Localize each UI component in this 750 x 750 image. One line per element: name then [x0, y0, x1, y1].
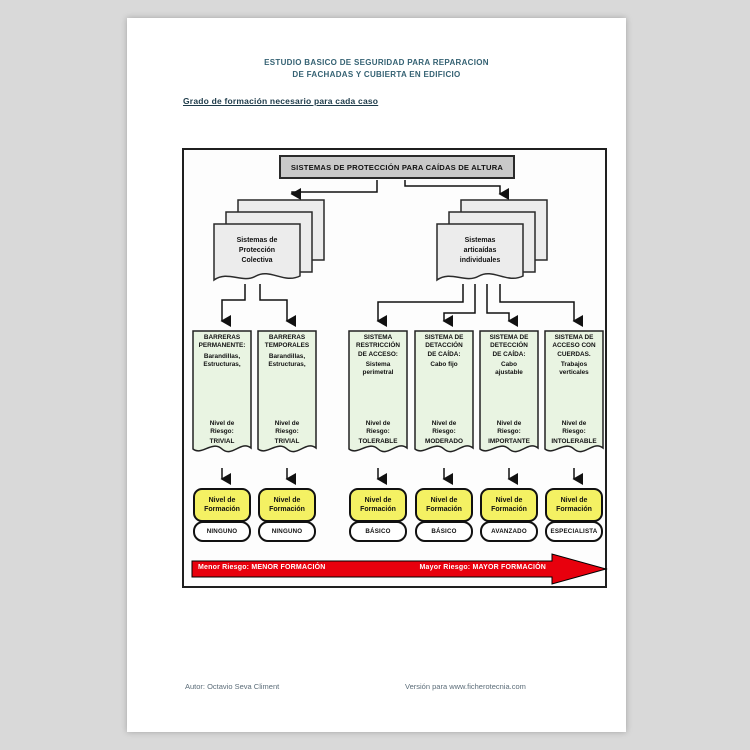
document-title-line2: DE FACHADAS Y CUBIERTA EN EDIFICIO — [292, 70, 461, 79]
risk-value: IMPORTANTE — [488, 437, 530, 445]
risk-label: Nivel de Riesgo: — [365, 420, 391, 436]
formation-level-box: ESPECIALISTA — [545, 521, 603, 542]
system-detail: Barandillas, Estructuras, — [268, 352, 306, 368]
individual-stack-shape — [436, 199, 548, 282]
risk-label: Nivel de Riesgo: — [561, 420, 587, 436]
system-name: BARRERAS TEMPORALES — [264, 334, 310, 350]
footer-version: Versión para www.ficherotecnia.com — [405, 682, 526, 691]
system-detail: Cabo ajustable — [495, 360, 523, 377]
connector-lines — [213, 180, 583, 485]
risk-gradient-arrow: Menor Riesgo: MENOR FORMACIÓN Mayor Ries… — [190, 552, 608, 586]
system-name: SISTEMA DE DETACCIÓN DE CAÍDA: — [424, 334, 464, 358]
formation-label-box: Nivel de Formación — [480, 488, 538, 522]
banner-shape — [257, 330, 317, 453]
risk-arrow-right-label: Mayor Riesgo: MAYOR FORMACIÓN — [419, 564, 546, 571]
system-detail: Trabajos verticales — [559, 360, 589, 377]
risk-value: TRIVIAL — [274, 437, 300, 445]
risk-value: TRIVIAL — [209, 437, 235, 445]
banner-shape — [414, 330, 474, 453]
document-page: ESTUDIO BASICO DE SEGURIDAD PARA REPARAC… — [127, 18, 626, 732]
formation-level-box: BÁSICO — [349, 521, 407, 542]
document-title-line1: ESTUDIO BASICO DE SEGURIDAD PARA REPARAC… — [264, 58, 489, 67]
system-detail: Barandillas, Estructuras, — [203, 352, 241, 368]
formation-level-box: NINGUNO — [258, 521, 316, 542]
banner-shape — [479, 330, 539, 453]
risk-value: MODERADO — [425, 437, 463, 445]
system-banner: BARRERAS PERMANENTE: Barandillas, Estruc… — [192, 330, 252, 468]
formation-label-box: Nivel de Formación — [258, 488, 316, 522]
banner-shape — [348, 330, 408, 453]
system-detail: Cabo fijo — [430, 360, 458, 368]
formation-label-box: Nivel de Formación — [415, 488, 473, 522]
formation-label-box: Nivel de Formación — [349, 488, 407, 522]
risk-label: Nivel de Riesgo: — [431, 420, 457, 436]
system-name: SISTEMA DE ACCESO CON CUERDAS. — [552, 334, 596, 358]
system-banner: BARRERAS TEMPORALES Barandillas, Estruct… — [257, 330, 317, 468]
formation-level-box: BÁSICO — [415, 521, 473, 542]
branch-individual: Sistemas articaídas individuales — [459, 237, 501, 264]
system-name: BARRERAS PERMANENTE: — [198, 334, 246, 350]
risk-label: Nivel de Riesgo: — [496, 420, 522, 436]
risk-arrow-shape — [191, 553, 608, 585]
formation-level-box: NINGUNO — [193, 521, 251, 542]
root-node: SISTEMAS DE PROTECCIÓN PARA CAÍDAS DE AL… — [279, 155, 515, 179]
footer-author: Autor: Octavio Seva Climent — [185, 682, 280, 691]
collective-stack-shape — [213, 199, 325, 282]
formation-level-box: AVANZADO — [480, 521, 538, 542]
risk-value: TOLERABLE — [358, 437, 398, 445]
system-banner: SISTEMA DE ACCESO CON CUERDAS. Trabajos … — [544, 330, 604, 468]
system-name: SISTEMA RESTRICCIÓN DE ACCESO: — [355, 334, 401, 358]
formation-label-box: Nivel de Formación — [545, 488, 603, 522]
section-heading: Grado de formación necesario para cada c… — [183, 96, 379, 106]
system-banner: SISTEMA DE DETACCIÓN DE CAÍDA: Cabo fijo… — [414, 330, 474, 468]
branch-collective: Sistemas de Protección Colectiva — [236, 237, 278, 264]
risk-label: Nivel de Riesgo: — [209, 420, 235, 436]
risk-value: INTOLERABLE — [551, 437, 597, 445]
document-title: ESTUDIO BASICO DE SEGURIDAD PARA REPARAC… — [127, 57, 626, 81]
system-name: SISTEMA DE DETECCIÓN DE CAÍDA: — [489, 334, 529, 358]
formation-label-box: Nivel de Formación — [193, 488, 251, 522]
diagram-frame: SISTEMAS DE PROTECCIÓN PARA CAÍDAS DE AL… — [182, 148, 608, 588]
risk-label: Nivel de Riesgo: — [274, 420, 300, 436]
risk-arrow-left-label: Menor Riesgo: MENOR FORMACIÓN — [198, 564, 326, 571]
banner-shape — [544, 330, 604, 453]
system-banner: SISTEMA RESTRICCIÓN DE ACCESO: Sistema p… — [348, 330, 408, 468]
system-detail: Sistema perimetral — [362, 360, 394, 377]
banner-shape — [192, 330, 252, 453]
system-banner: SISTEMA DE DETECCIÓN DE CAÍDA: Cabo ajus… — [479, 330, 539, 468]
